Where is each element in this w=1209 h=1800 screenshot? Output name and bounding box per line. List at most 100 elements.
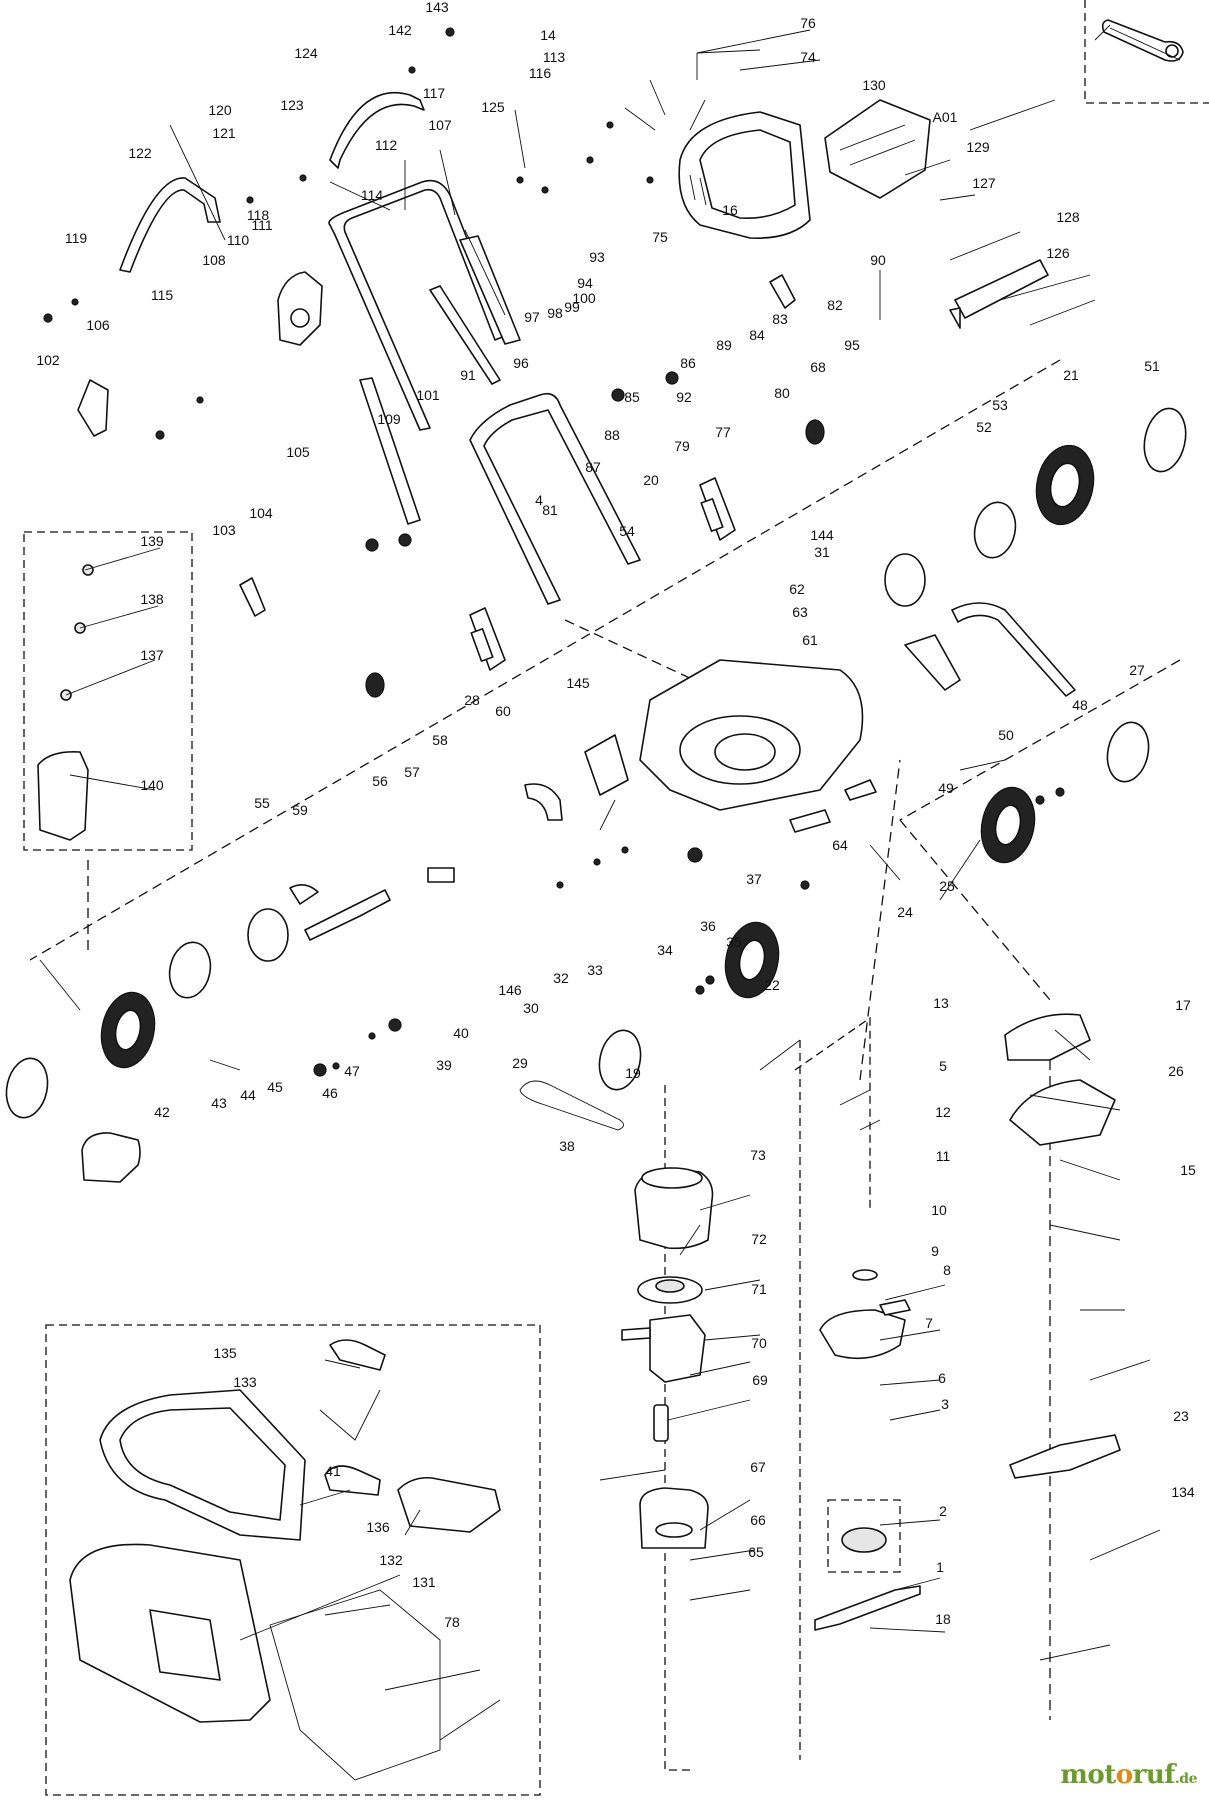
callout-7: 7	[925, 1315, 933, 1331]
callout-18: 18	[935, 1611, 951, 1627]
side-parts-42-47	[81, 1059, 241, 1183]
callout-58: 58	[432, 732, 448, 748]
callout-6: 6	[938, 1370, 946, 1386]
bracket-79	[699, 477, 736, 541]
callout-43: 43	[211, 1095, 227, 1111]
callout-4: 4	[535, 492, 543, 508]
callout-119: 119	[65, 230, 88, 246]
callout-126: 126	[1046, 245, 1070, 261]
callout-61: 61	[802, 632, 818, 648]
callout-109: 109	[377, 411, 401, 427]
callout-54: 54	[619, 523, 635, 539]
callout-130: 130	[862, 77, 886, 93]
rear-axle-48-50	[904, 602, 1076, 697]
callout-95: 95	[844, 337, 860, 353]
callout-101: 101	[416, 387, 440, 403]
callout-34: 34	[657, 942, 673, 958]
callout-19: 19	[625, 1065, 641, 1081]
rear-panel-145-60	[524, 734, 629, 821]
callout-117: 117	[423, 85, 446, 101]
callout-85: 85	[624, 389, 640, 405]
callout-118: 118	[247, 207, 270, 223]
callout-129: 129	[966, 139, 990, 155]
callout-100: 100	[572, 290, 596, 306]
callout-108: 108	[202, 252, 226, 268]
callout-26: 26	[1168, 1063, 1184, 1079]
callout-37: 37	[746, 871, 762, 887]
callout-46: 46	[322, 1085, 338, 1101]
fasteners	[43, 27, 1065, 1077]
callout-90: 90	[870, 252, 886, 268]
callout-41: 41	[325, 1463, 341, 1479]
levers-82-83	[239, 274, 796, 617]
clip-122	[119, 177, 221, 273]
callout-67: 67	[750, 1459, 766, 1475]
spanner-A01	[1101, 19, 1184, 62]
callout-20: 20	[643, 472, 659, 488]
callout-125: 125	[481, 99, 505, 115]
leader-lines	[39, 24, 1181, 1741]
callout-50: 50	[998, 727, 1014, 743]
callout-28: 28	[464, 692, 480, 708]
bracket-78	[469, 607, 506, 671]
callout-31: 31	[814, 544, 830, 560]
callout-36: 36	[700, 918, 716, 934]
callout-120: 120	[208, 102, 232, 118]
capacitor-69	[653, 1404, 669, 1442]
callout-47: 47	[344, 1063, 360, 1079]
callout-86: 86	[680, 355, 696, 371]
callout-45: 45	[267, 1079, 283, 1095]
callout-123: 123	[280, 97, 304, 113]
callout-121: 121	[212, 125, 236, 141]
grass-flap-130	[824, 99, 931, 199]
callout-78: 78	[444, 1614, 460, 1630]
callout-23: 23	[1173, 1408, 1189, 1424]
callout-49: 49	[938, 780, 954, 796]
callout-66: 66	[750, 1512, 766, 1528]
callout-15: 15	[1180, 1162, 1196, 1178]
adjust-bar-126	[949, 259, 1049, 329]
callout-80: 80	[774, 385, 790, 401]
callout-91: 91	[460, 367, 476, 383]
callout-1: 1	[936, 1559, 944, 1575]
callout-5: 5	[939, 1058, 947, 1074]
callout-75: 75	[652, 229, 668, 245]
callout-69: 69	[752, 1372, 768, 1388]
callout-138: 138	[140, 591, 164, 607]
callout-52: 52	[976, 419, 992, 435]
callout-93: 93	[589, 249, 605, 265]
callout-133: 133	[233, 1374, 257, 1390]
callout-112: 112	[375, 137, 398, 153]
callout-82: 82	[827, 297, 843, 313]
callout-116: 116	[529, 65, 552, 81]
callout-92: 92	[676, 389, 692, 405]
callout-124: 124	[294, 45, 318, 61]
callout-57: 57	[404, 764, 420, 780]
motor-cover-73	[634, 1167, 714, 1250]
callout-73: 73	[750, 1147, 766, 1163]
dashed-boxes	[23, 0, 1209, 1796]
callout-53: 53	[992, 397, 1008, 413]
top-cover-74	[678, 111, 811, 239]
callout-114: 114	[361, 187, 384, 203]
callout-137: 137	[140, 647, 164, 663]
callout-143: 143	[425, 0, 449, 15]
callout-33: 33	[587, 962, 603, 978]
callout-127: 127	[972, 175, 996, 191]
callout-122: 122	[128, 145, 152, 161]
callout-77: 77	[715, 424, 731, 440]
explosion-axes	[29, 359, 1181, 1720]
callout-14: 14	[540, 27, 556, 43]
callout-104: 104	[249, 505, 273, 521]
callout-13: 13	[933, 995, 949, 1011]
callout-146: 146	[498, 982, 522, 998]
callout-59: 59	[292, 802, 308, 818]
callout-35: 35	[726, 934, 742, 950]
callout-48: 48	[1072, 697, 1088, 713]
callout-63: 63	[792, 604, 808, 620]
callout-132: 132	[379, 1552, 403, 1568]
callout-131: 131	[412, 1574, 436, 1590]
callout-96: 96	[513, 355, 529, 371]
callout-111: 111	[251, 217, 272, 233]
callout-140: 140	[140, 777, 164, 793]
